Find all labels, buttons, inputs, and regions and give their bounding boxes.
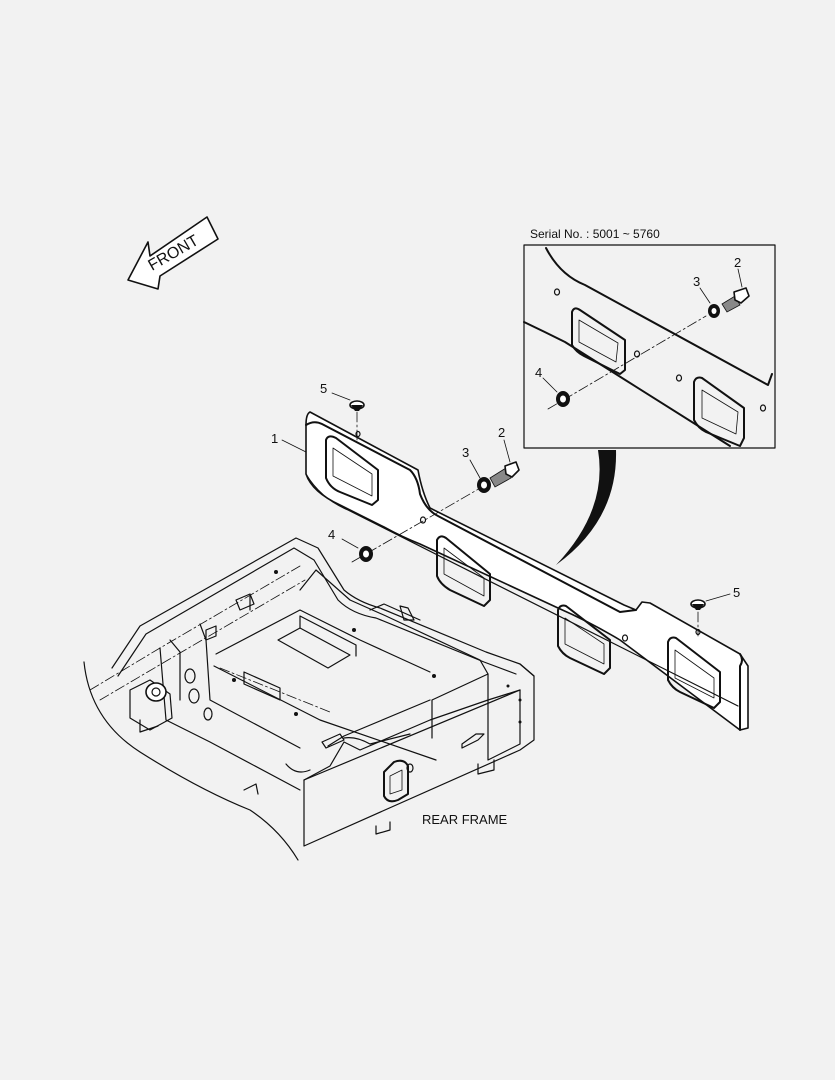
inset-callout-4: 4 xyxy=(535,365,542,380)
rear-frame: REAR FRAME xyxy=(83,537,535,861)
callout-1: 1 xyxy=(271,431,278,446)
bolt-2 xyxy=(489,461,520,488)
washer-4 xyxy=(359,546,373,562)
plug-5b xyxy=(690,599,706,637)
callout-5b: 5 xyxy=(733,585,740,600)
counterweight xyxy=(305,411,749,731)
inset-callout-2: 2 xyxy=(734,255,741,270)
inset-callout-3: 3 xyxy=(693,274,700,289)
detail-inset: Serial No. : 5001 ~ 5760 2 3 4 xyxy=(523,227,776,449)
rear-frame-label: REAR FRAME xyxy=(422,812,508,827)
callout-2: 2 xyxy=(498,425,505,440)
plug-5a xyxy=(349,400,365,441)
washer-3 xyxy=(477,477,491,493)
callout-5a: 5 xyxy=(320,381,327,396)
callout-3: 3 xyxy=(462,445,469,460)
inset-bolt xyxy=(721,287,750,313)
callout-4: 4 xyxy=(328,527,335,542)
main-hardware: 1 2 3 4 5 5 xyxy=(271,381,740,637)
front-arrow: FRONT xyxy=(127,216,219,290)
detail-leader xyxy=(556,450,617,565)
serial-label: Serial No. : 5001 ~ 5760 xyxy=(530,227,660,241)
